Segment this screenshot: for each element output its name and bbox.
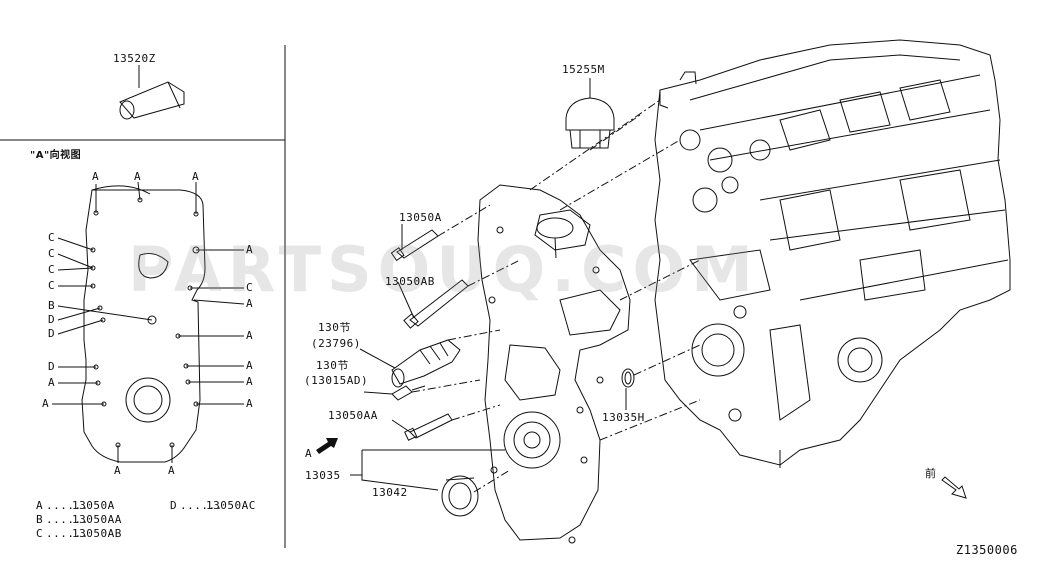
view-letter: D — [48, 360, 56, 373]
view-letter: A — [48, 376, 56, 389]
oil-control-valve-icon — [391, 339, 461, 388]
view-letter: A — [246, 375, 254, 388]
view-letter: C — [246, 281, 254, 294]
view-letter: A — [42, 397, 50, 410]
legend-dots: ...... — [46, 499, 89, 512]
view-letter: A — [246, 297, 254, 310]
legend-dots: ...... — [46, 527, 89, 540]
part-label-23796[interactable]: (23796) — [311, 337, 361, 350]
view-letter: C — [48, 263, 56, 276]
engine-block-icon — [654, 39, 1011, 468]
legend-key: D — [170, 499, 178, 512]
watermark: PARTSOUQ.COM — [128, 233, 759, 306]
bolt-13050aa-icon — [404, 413, 453, 441]
view-letter: A — [92, 170, 100, 183]
view-letter: A — [246, 243, 254, 256]
front-arrow-icon — [941, 476, 967, 499]
part-label-13520z[interactable]: 13520Z — [113, 52, 156, 65]
camshaft-sensor-icon — [391, 385, 426, 401]
legend-dots: ...... — [46, 513, 89, 526]
part-label-ocv-ref[interactable]: 130节 — [318, 321, 351, 334]
legend-key: A — [36, 499, 44, 512]
part-label-13050aa[interactable]: 13050AA — [328, 409, 378, 422]
legend-key: B — [36, 513, 44, 526]
oil-seal-icon — [441, 475, 479, 517]
part-label-13050ab[interactable]: 13050AB — [385, 275, 435, 288]
part-label-13015ad[interactable]: (13015AD) — [304, 374, 369, 387]
view-letter: A — [246, 359, 254, 372]
legend-dots: ...... — [180, 499, 223, 512]
view-letter: B — [48, 299, 56, 312]
part-label-13050a[interactable]: 13050A — [399, 211, 442, 224]
part-label-15255m[interactable]: 15255M — [562, 63, 605, 76]
view-letter: C — [48, 231, 56, 244]
view-letter: D — [48, 313, 56, 326]
view-letter: A — [134, 170, 142, 183]
view-arrow-label: A — [305, 447, 313, 460]
part-label-13035h[interactable]: 13035H — [602, 411, 645, 424]
diagram-id: Z1350006 — [956, 543, 1018, 557]
legend-part[interactable]: 13050AC — [206, 499, 256, 512]
view-letter: D — [48, 327, 56, 340]
o-ring-icon — [621, 368, 635, 388]
legend-key: C — [36, 527, 44, 540]
part-label-13042[interactable]: 13042 — [372, 486, 408, 499]
view-letter: A — [246, 329, 254, 342]
view-letter: A — [168, 464, 176, 477]
view-letter: A — [246, 397, 254, 410]
part-label-13035[interactable]: 13035 — [305, 469, 341, 482]
view-title: "A"向视图 — [30, 150, 82, 161]
front-cover-view-outline — [52, 181, 245, 463]
view-letter: A — [192, 170, 200, 183]
legend-part[interactable]: 13050AA — [72, 513, 122, 526]
legend-part[interactable]: 13050AB — [72, 527, 122, 540]
view-arrow-icon — [316, 438, 338, 454]
sealant-tube-icon — [119, 65, 185, 120]
view-letter: C — [48, 247, 56, 260]
front-direction-label: 前 — [925, 467, 937, 480]
view-letter: A — [114, 464, 122, 477]
part-label-sensor-ref[interactable]: 130节 — [316, 359, 349, 372]
legend-part[interactable]: 13050A — [72, 499, 115, 512]
view-letter: C — [48, 279, 56, 292]
